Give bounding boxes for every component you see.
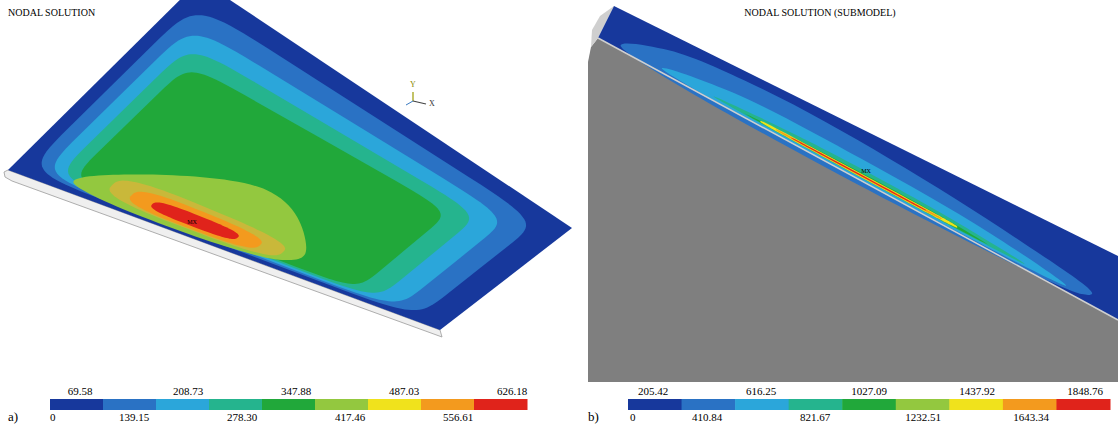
stress-zone [130, 192, 262, 248]
stress-band [42, 15, 526, 310]
axis-line [413, 101, 426, 104]
plot-title: NODAL SOLUTION [8, 8, 95, 18]
submodel-surface [598, 6, 1118, 320]
colorbar-value: 208.73 [173, 386, 203, 397]
colorbar-cell [896, 399, 950, 410]
colorbar-cell [628, 399, 682, 410]
colorbar-value: 69.58 [68, 386, 93, 397]
solid-side-face [588, 38, 1118, 382]
stress-zone [73, 175, 306, 261]
stress-zone [151, 202, 239, 239]
colorbar-value: 556.61 [443, 412, 473, 423]
axis-label: X [429, 100, 435, 108]
stress-band [714, 96, 1025, 264]
colorbar-value: 205.42 [638, 386, 668, 397]
colorbar-value: 626.18 [497, 386, 527, 397]
axis-line [412, 92, 413, 101]
colorbar-cell [474, 399, 528, 410]
colorbar-cell [949, 399, 1003, 410]
colorbar-value: 410.84 [692, 412, 722, 423]
colorbar-value: 1437.92 [959, 386, 995, 397]
colorbar [628, 399, 1111, 410]
colorbar-value: 1232.51 [905, 412, 941, 423]
colorbar-value: 616.25 [746, 386, 776, 397]
colorbar-cell [842, 399, 896, 410]
colorbar-value: 139.15 [119, 412, 149, 423]
panel-label: a) [8, 410, 18, 423]
colorbar-cell [209, 399, 263, 410]
stress-band [621, 43, 1093, 294]
stress-band [55, 36, 497, 302]
axis-line [406, 101, 413, 105]
colorbar-value: 0 [630, 412, 636, 423]
colorbar-value: 0 [50, 412, 56, 423]
colorbar-cell [735, 399, 789, 410]
colorbar-cell [156, 399, 210, 410]
colorbar-value: 1027.09 [851, 386, 887, 397]
colorbar-value: 347.88 [281, 386, 311, 397]
colorbar-cell [50, 399, 104, 410]
stress-band [745, 113, 989, 244]
colorbar-cell [262, 399, 316, 410]
colorbar-cell [1056, 399, 1110, 410]
colorbar-cell [421, 399, 475, 410]
axis-label: Y [410, 81, 416, 89]
colorbar-value: 278.30 [227, 412, 257, 423]
edge-highlight [598, 38, 1118, 320]
colorbar-value: 1848.76 [1067, 386, 1103, 397]
max-marker: MX [861, 168, 871, 174]
plate-surface [8, 0, 572, 330]
stress-zone [110, 181, 286, 256]
colorbar-value: 821.67 [800, 412, 830, 423]
colorbar-cell [103, 399, 157, 410]
stress-band [662, 68, 1066, 286]
stress-zone [776, 129, 942, 219]
colorbar-cell [682, 399, 736, 410]
stress-zone [760, 121, 957, 228]
colorbar-value: 417.46 [335, 412, 365, 423]
max-marker: MX [187, 219, 197, 225]
colorbar-value: 1643.34 [1013, 412, 1049, 423]
colorbar-cell [789, 399, 843, 410]
stress-zone [791, 138, 926, 211]
colorbar [50, 399, 528, 410]
colorbar-value: 487.03 [389, 386, 419, 397]
stress-band [68, 54, 469, 293]
colorbar-cell [368, 399, 422, 410]
colorbar-cell [1003, 399, 1057, 410]
plot-title: NODAL SOLUTION (SUBMODEL) [744, 8, 895, 18]
panel-label: b) [588, 410, 599, 423]
colorbar-cell [315, 399, 369, 410]
